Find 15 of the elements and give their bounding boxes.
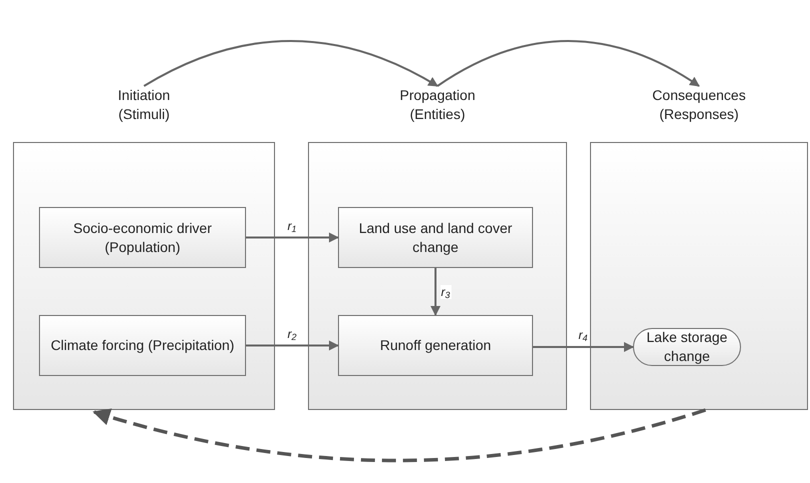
dashed-feedback-arrow — [92, 408, 706, 462]
stage-heading: Initiation (Stimuli) — [116, 86, 172, 124]
process-box: Runoff generation — [338, 315, 533, 376]
process-box: Socio-economic driver (Population) — [39, 207, 246, 268]
arrow — [246, 340, 339, 350]
process-box: Climate forcing (Precipitation) — [39, 315, 246, 376]
arrow — [246, 232, 339, 242]
stage-heading: Consequences (Responses) — [651, 86, 747, 124]
outcome-pill: Lake storage change — [633, 328, 741, 366]
arrow — [436, 40, 700, 87]
arrow — [533, 342, 634, 352]
arrow — [144, 40, 438, 87]
arrow — [430, 268, 440, 316]
process-box: Land use and land cover change — [338, 207, 533, 268]
stage-heading: Propagation (Entities) — [398, 86, 476, 124]
